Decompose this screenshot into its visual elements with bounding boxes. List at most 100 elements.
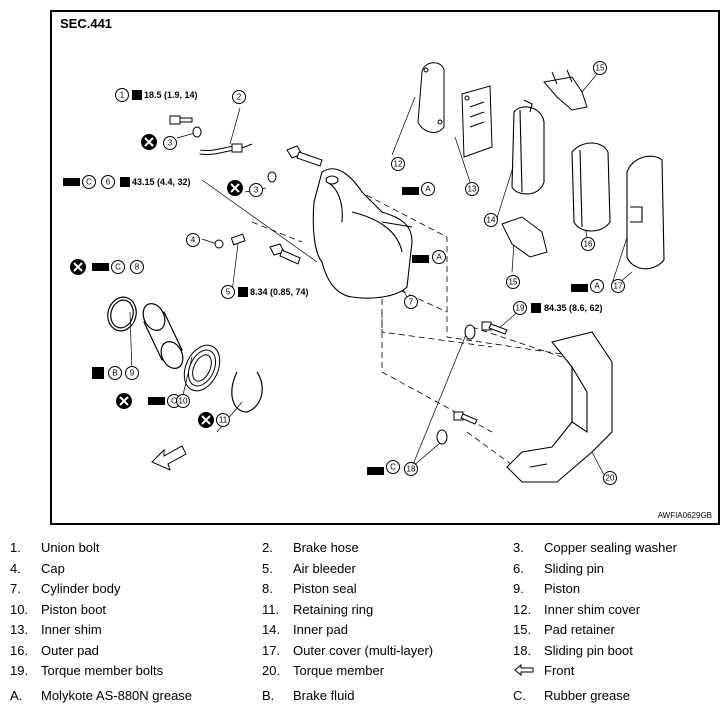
legend-item-label: Inner shim: [41, 622, 102, 637]
legend-item-label: Outer pad: [41, 643, 99, 658]
svg-text:14: 14: [487, 216, 496, 225]
legend-item-label: Cap: [41, 561, 65, 576]
legend-item-number: 17.: [262, 643, 281, 658]
washer-upper: [192, 126, 202, 138]
assembly-dashed-lines: [251, 171, 583, 473]
svg-text:10: 10: [179, 397, 188, 406]
brake-fluid-icon: [92, 367, 104, 379]
legend-item-number: [513, 663, 553, 680]
svg-text:8: 8: [135, 263, 140, 272]
legend-item-label: Union bolt: [41, 540, 100, 555]
legend-item-label: Molykote AS-880N grease: [41, 688, 193, 703]
piston: [142, 303, 184, 369]
legend-item-number: 5.: [262, 561, 273, 576]
diagram-drawing: C C C C B A A A 1 2 3 3 4 5 6 7 8 9 10 1…: [63, 61, 665, 485]
legend-item-number: 8.: [262, 581, 273, 596]
legend-item-label: Rubber grease: [544, 688, 630, 703]
legend-item-number: 1.: [10, 540, 21, 555]
torque-wrench-icon: [120, 90, 541, 313]
svg-text:3: 3: [168, 139, 173, 148]
torque-member: [506, 331, 613, 483]
svg-text:12: 12: [394, 160, 403, 169]
svg-text:15: 15: [509, 278, 518, 287]
grease-a-marker: A: [594, 282, 600, 291]
legend-item-label: Inner pad: [293, 622, 348, 637]
svg-text:9: 9: [130, 369, 135, 378]
torque-spec-6: 43.15 (4.4, 32): [132, 177, 191, 187]
legend-item-number: 9.: [513, 581, 524, 596]
svg-text:2: 2: [237, 93, 242, 102]
legend-item-label: Piston: [544, 581, 581, 596]
svg-text:6: 6: [106, 178, 111, 187]
brake-hose: [199, 143, 253, 155]
legend-item-label: Sliding pin boot: [544, 643, 633, 658]
svg-text:17: 17: [614, 282, 623, 291]
legend-item-number: 19.: [10, 663, 29, 678]
legend-item-number: 2.: [262, 540, 273, 555]
legend-item-label: Retaining ring: [293, 602, 374, 617]
svg-text:7: 7: [409, 298, 414, 307]
grease-c-marker: C: [86, 178, 92, 187]
svg-text:5: 5: [226, 288, 231, 297]
retaining-ring: [231, 371, 263, 413]
legend-item-number: B.: [262, 688, 275, 703]
do-not-reuse-icon: [70, 134, 243, 428]
torque-member-bolt-upper: [481, 321, 508, 335]
svg-text:18: 18: [407, 465, 416, 474]
legend-item-number: 20.: [262, 663, 281, 678]
grease-c-marker: C: [390, 463, 396, 472]
legend-item-label: Pad retainer: [544, 622, 615, 637]
svg-text:20: 20: [606, 474, 615, 483]
legend-item-number: 15.: [513, 622, 532, 637]
svg-text:16: 16: [584, 240, 593, 249]
legend-item-label: Brake hose: [293, 540, 359, 555]
svg-text:11: 11: [219, 416, 228, 425]
svg-text:15: 15: [596, 64, 605, 73]
svg-text:1: 1: [120, 91, 125, 100]
grease-c-marker: C: [115, 263, 121, 272]
torque-spec-1: 18.5 (1.9, 14): [144, 90, 198, 100]
torque-spec-19: 84.35 (8.6, 62): [544, 303, 603, 313]
legend-item-number: 12.: [513, 602, 532, 617]
svg-text:4: 4: [191, 236, 196, 245]
grease-c-marker: C: [171, 397, 177, 406]
sliding-pin-upper: [286, 145, 323, 167]
front-arrow-icon: [514, 663, 534, 677]
outer-pad: [571, 142, 611, 232]
legend-item-number: 6.: [513, 561, 524, 576]
inner-shim-cover: [417, 62, 445, 133]
union-bolt: [169, 115, 193, 125]
outer-cover: [626, 155, 665, 270]
air-bleeder: [230, 233, 246, 246]
grease-apply-icon: [63, 178, 588, 475]
grease-a-marker: A: [425, 185, 431, 194]
legend-item-number: 13.: [10, 622, 29, 637]
legend-item-number: 11.: [262, 602, 280, 617]
legend-item-label: Torque member: [293, 663, 385, 678]
piston-boot: [183, 344, 221, 392]
part-number-markers: 1 2 3 3 4 5 6 7 8 9 10 11 12 13 14 15 15…: [101, 61, 625, 485]
front-arrow-icon: [151, 445, 187, 471]
grease-letter-markers: C C C C B A A A: [82, 175, 604, 474]
grease-b-marker: B: [112, 369, 117, 378]
legend-item-number: 16.: [10, 643, 29, 658]
grease-a-marker: A: [436, 253, 442, 262]
sliding-pin-boot-upper: [464, 324, 476, 340]
sliding-pin-lower: [269, 243, 301, 265]
legend-item-number: C.: [513, 688, 526, 703]
svg-text:3: 3: [254, 186, 259, 195]
legend-item-label: Torque member bolts: [41, 663, 164, 678]
cylinder-body: [312, 168, 413, 299]
legend-item-number: 3.: [513, 540, 524, 555]
torque-spec-5: 8.34 (0.85, 74): [250, 287, 309, 297]
washer-lower: [267, 171, 277, 183]
torque-member-bolt-lower: [453, 411, 478, 425]
figure-id: AWFIA0629GB: [657, 511, 712, 520]
